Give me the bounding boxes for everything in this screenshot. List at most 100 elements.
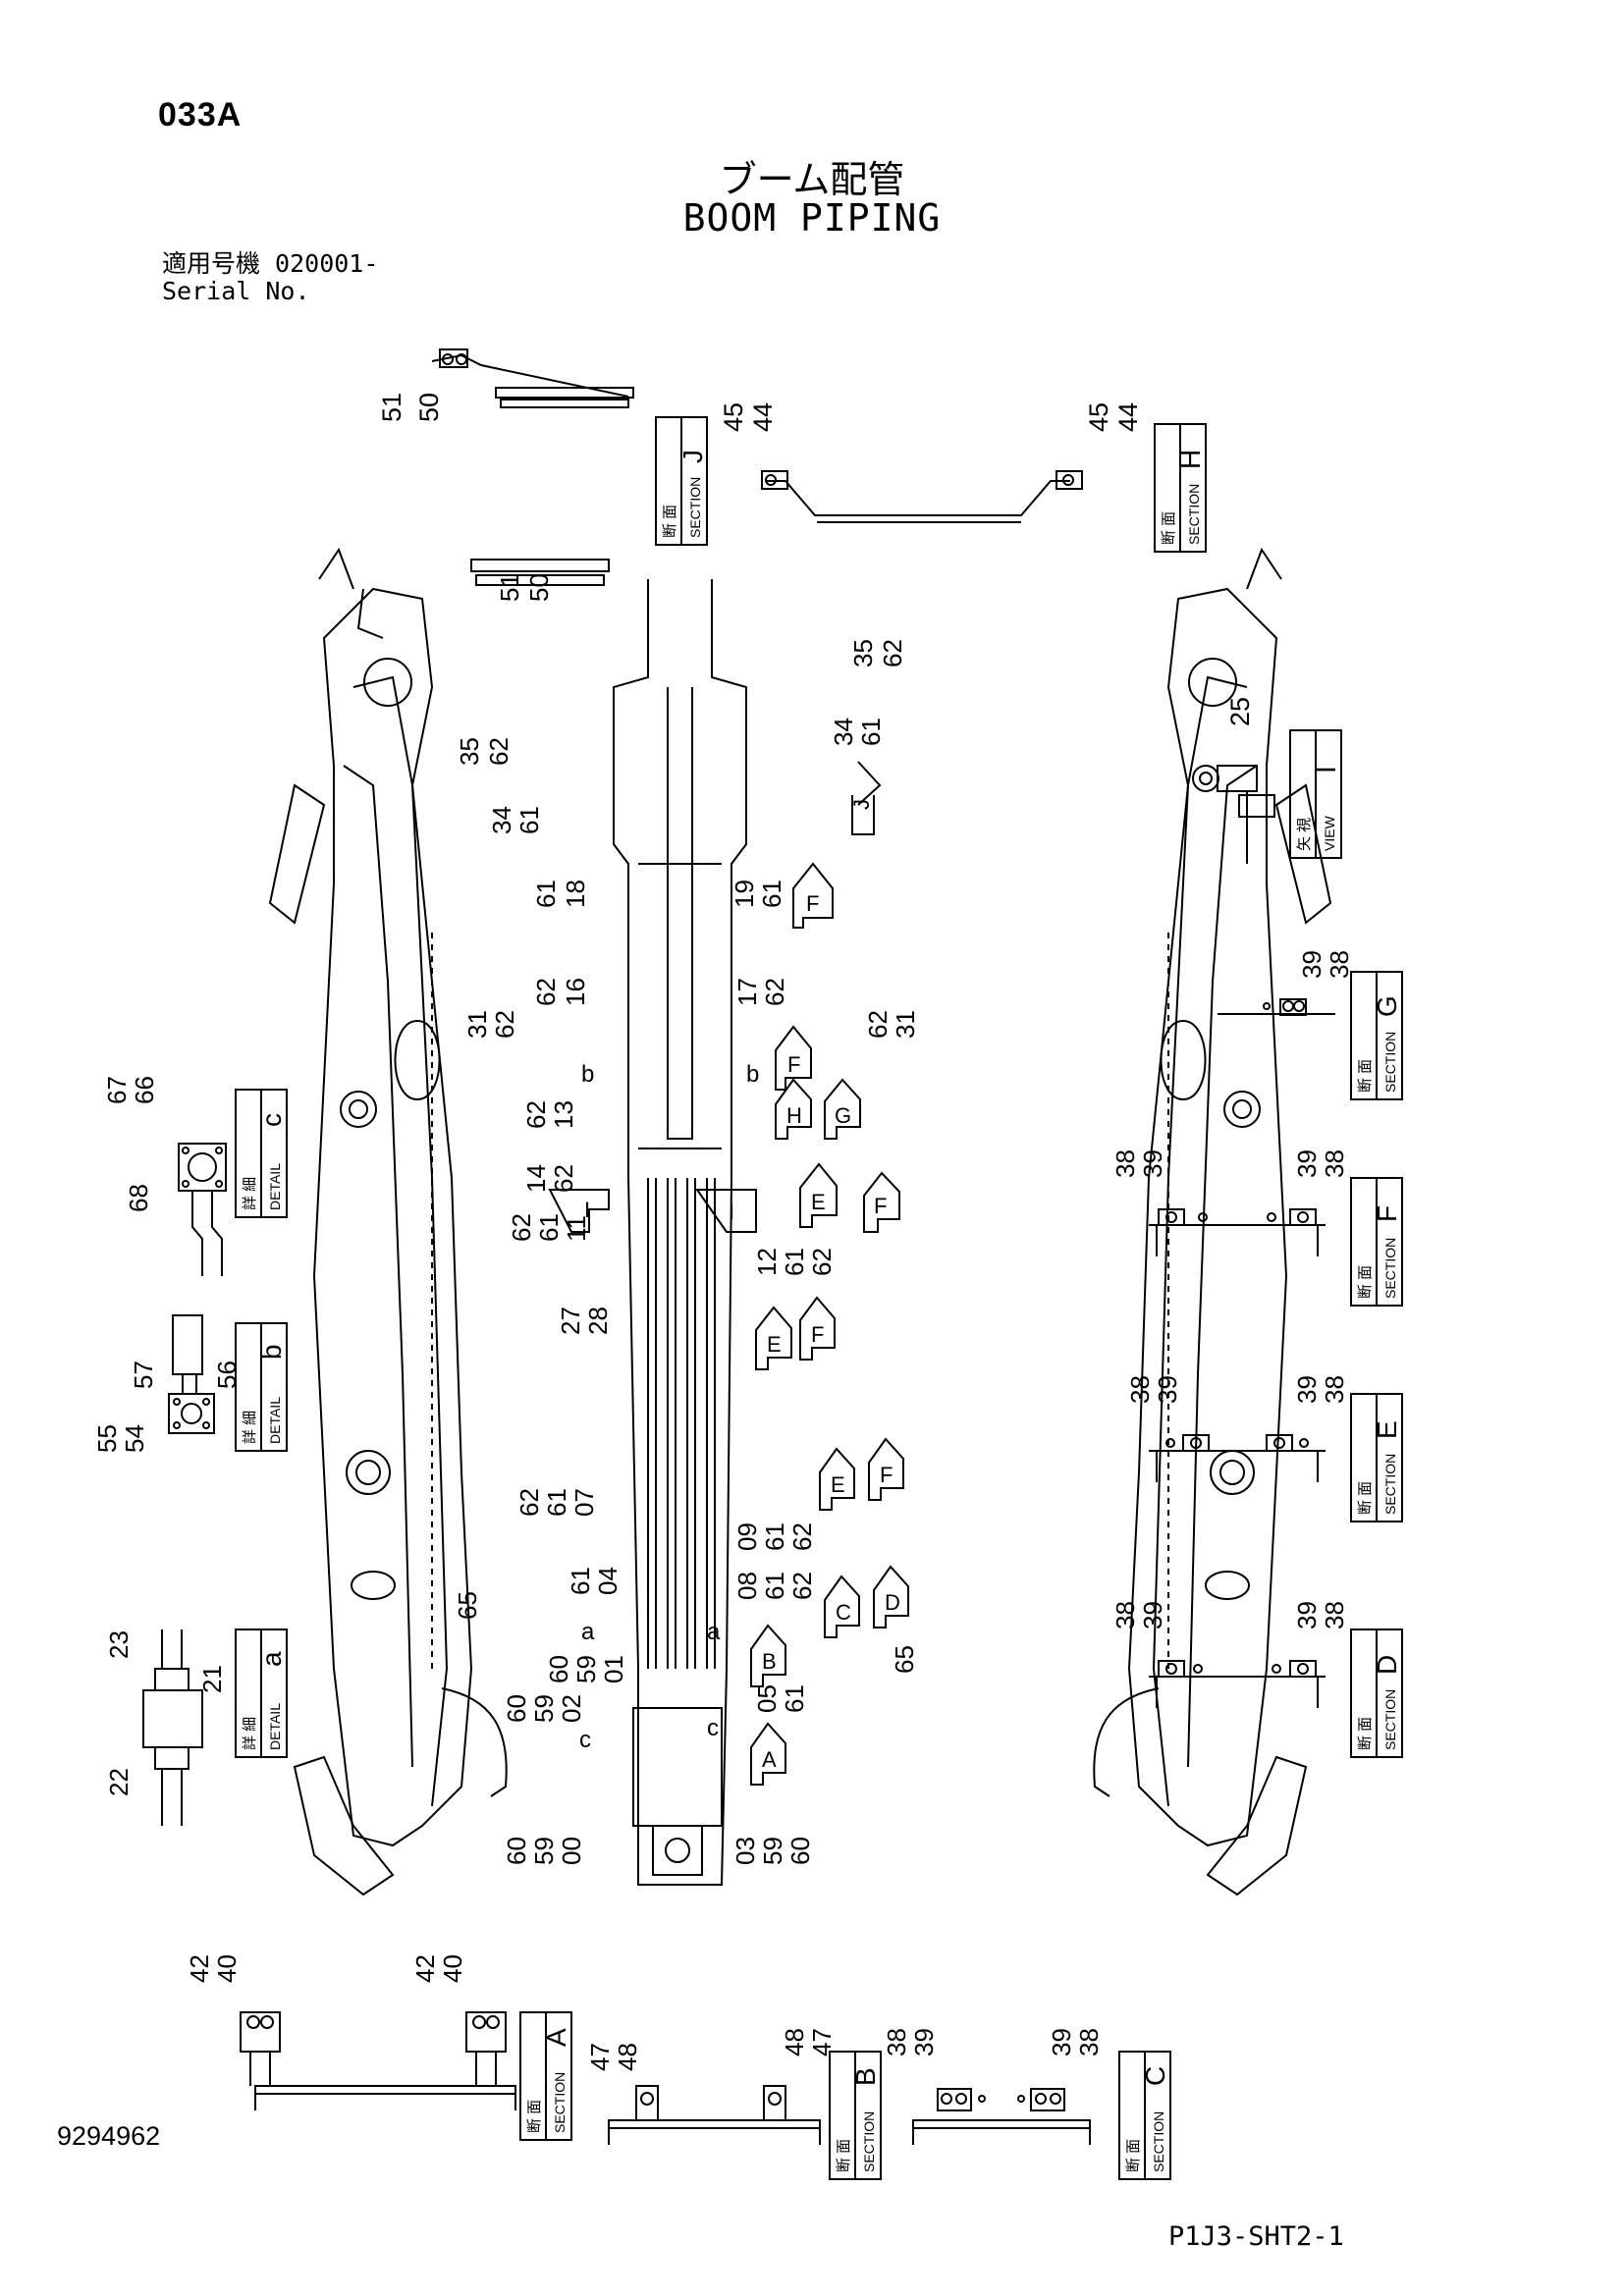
section-d-en: SECTION xyxy=(1382,1689,1398,1750)
callout-61-c1: 61 xyxy=(531,880,561,908)
arrow-g: G xyxy=(835,1103,851,1128)
arrow-h: H xyxy=(786,1103,802,1128)
arrow-f-5: F xyxy=(880,1463,893,1487)
callout-05: 05 xyxy=(752,1684,782,1713)
arrow-j: J xyxy=(849,799,874,810)
callout-62-left-a: 62 xyxy=(484,737,514,766)
callout-22: 22 xyxy=(104,1768,134,1796)
detail-a: 23 21 22 詳 細 DETAIL a xyxy=(104,1629,288,1826)
section-h-detail: 45 44 45 44 xyxy=(719,402,1143,523)
title-japanese: ブーム配管 xyxy=(719,160,905,201)
callout-60-c3: 60 xyxy=(502,1837,531,1865)
callout-11: 11 xyxy=(562,1215,591,1242)
callout-61-c8: 61 xyxy=(566,1567,595,1595)
title-english: BOOM PIPING xyxy=(682,196,942,240)
section-g-en: SECTION xyxy=(1382,1032,1398,1093)
callout-40-a2: 40 xyxy=(438,1954,467,1983)
callout-59-c1: 59 xyxy=(529,1694,559,1723)
callout-35-right: 35 xyxy=(848,639,878,667)
section-j-jp: 断 面 xyxy=(662,505,678,538)
section-g-jp: 断 面 xyxy=(1357,1059,1374,1093)
arrow-c: C xyxy=(836,1600,851,1625)
detail-c-jp: 詳 細 xyxy=(242,1177,258,1210)
callout-50: 50 xyxy=(414,393,444,422)
callout-23: 23 xyxy=(104,1630,134,1659)
view-i-en: VIEW xyxy=(1322,815,1337,851)
callout-62-c5: 62 xyxy=(507,1213,536,1242)
callout-09: 09 xyxy=(732,1522,762,1551)
section-h-en: SECTION xyxy=(1186,484,1202,545)
section-f-letter: F xyxy=(1372,1205,1402,1222)
section-j-en: SECTION xyxy=(687,477,703,538)
callout-31-right: 31 xyxy=(891,1010,920,1039)
section-c-letter: C xyxy=(1140,2066,1170,2086)
arrow-f-3: F xyxy=(874,1194,887,1218)
callout-59-c3: 59 xyxy=(529,1837,559,1865)
callout-39-f2: 39 xyxy=(1292,1149,1322,1178)
section-arrows: F J F H G I I E F E F E F C D B A xyxy=(548,761,909,1786)
callout-48-b2: 48 xyxy=(780,2028,809,2056)
sheet-number: P1J3-SHT2-1 xyxy=(1168,2221,1344,2252)
section-a-detail: 42 40 42 40 断 面 SECTION A xyxy=(185,1954,572,2141)
section-d-letter: D xyxy=(1372,1655,1402,1675)
detail-a-jp: 詳 細 xyxy=(242,1717,258,1750)
section-c-en: SECTION xyxy=(1151,2111,1166,2172)
callout-48-b1: 48 xyxy=(613,2043,642,2071)
callout-16: 16 xyxy=(561,978,590,1006)
section-e-letter: E xyxy=(1372,1420,1402,1439)
section-c-detail: 38 39 39 38 断 面 SECTION C xyxy=(882,2028,1171,2180)
callout-61-c5: 61 xyxy=(542,1488,571,1517)
callout-62-c8: 62 xyxy=(787,1522,817,1551)
section-d-detail: 38 39 39 38 断 面 SECTION D xyxy=(1110,1601,1403,1758)
callout-61-right: 61 xyxy=(856,718,886,746)
callout-39-c1: 39 xyxy=(909,2028,939,2056)
callout-44-left: 44 xyxy=(748,402,778,432)
document-number: 9294962 xyxy=(57,2121,161,2151)
detail-a-en: DETAIL xyxy=(267,1703,283,1750)
callout-40-a1: 40 xyxy=(212,1954,242,1983)
callout-47-b1: 47 xyxy=(585,2043,615,2071)
callout-65-left: 65 xyxy=(453,1591,482,1620)
detail-b-en: DETAIL xyxy=(267,1397,283,1444)
callout-08: 08 xyxy=(732,1572,762,1600)
section-c-jp: 断 面 xyxy=(1125,2139,1142,2172)
callout-60-c4: 60 xyxy=(785,1837,815,1865)
arrow-f-2: F xyxy=(787,1052,800,1077)
callout-25: 25 xyxy=(1225,697,1255,726)
center-boom-top-view: 61 18 19 61 62 16 17 62 62 13 14 62 62 6… xyxy=(502,579,837,1886)
callout-39-d2: 39 xyxy=(1292,1601,1322,1629)
callout-61-c6: 61 xyxy=(760,1522,789,1551)
callout-62-c4: 62 xyxy=(549,1164,578,1193)
callout-42-a2: 42 xyxy=(410,1954,440,1983)
callout-34-left: 34 xyxy=(487,806,516,834)
callout-39-e1: 39 xyxy=(1153,1375,1182,1404)
callout-65-right: 65 xyxy=(890,1645,919,1674)
callout-18: 18 xyxy=(561,880,590,908)
section-h-letter: H xyxy=(1175,450,1206,469)
arrow-e-3: E xyxy=(831,1472,845,1497)
callout-60-c2: 60 xyxy=(544,1655,573,1683)
arrow-e-2: E xyxy=(767,1332,782,1357)
callout-38-g: 38 xyxy=(1325,950,1354,979)
section-a-en: SECTION xyxy=(552,2072,568,2133)
detail-a-letter: a xyxy=(256,1651,287,1667)
detail-b-jp: 詳 細 xyxy=(242,1411,258,1444)
callout-12: 12 xyxy=(752,1248,782,1276)
arrow-i-right: I xyxy=(729,1200,734,1224)
callout-61-left-a: 61 xyxy=(514,806,544,834)
callout-01: 01 xyxy=(599,1655,628,1683)
callout-62-c1: 62 xyxy=(531,978,561,1006)
callout-17: 17 xyxy=(732,978,762,1006)
callout-62-c3: 62 xyxy=(521,1100,551,1129)
callout-68: 68 xyxy=(124,1184,153,1212)
callout-38-e2: 38 xyxy=(1320,1375,1349,1404)
callout-38-d2: 38 xyxy=(1320,1601,1349,1629)
callout-07: 07 xyxy=(569,1488,599,1517)
callout-38-f2: 38 xyxy=(1320,1149,1349,1178)
view-i-letter: I xyxy=(1311,766,1341,774)
detail-c-letter: c xyxy=(256,1113,287,1127)
section-e-jp: 断 面 xyxy=(1357,1481,1374,1515)
callout-39-e2: 39 xyxy=(1292,1375,1322,1404)
callout-34-right: 34 xyxy=(829,718,858,746)
